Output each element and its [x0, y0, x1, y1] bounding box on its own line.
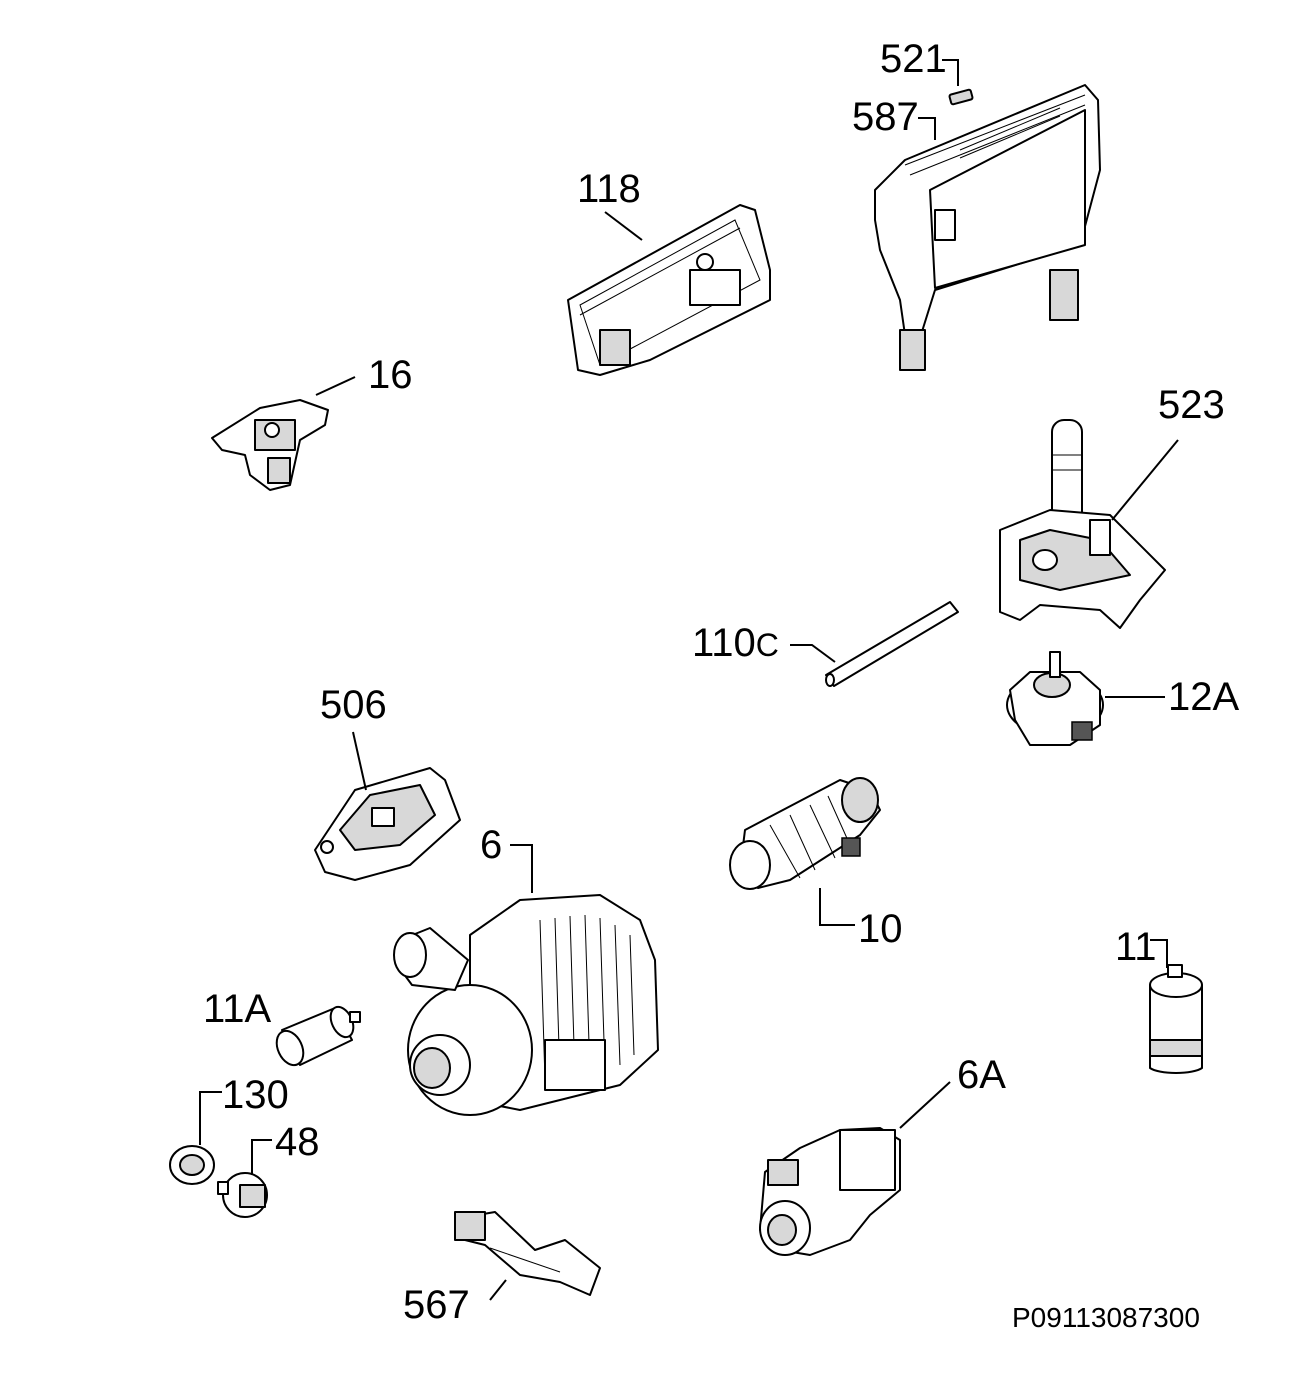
callout-567: 567: [403, 1283, 470, 1327]
callout-6: 6: [480, 823, 502, 867]
callout-130: 130: [222, 1073, 289, 1117]
callout-587: 587: [852, 95, 919, 139]
part-506-dispenser-switch-drawing: [314, 767, 461, 881]
callout-118: 118: [577, 167, 641, 211]
leader-506: [352, 731, 367, 791]
part-118-control-board-drawing: [567, 204, 771, 376]
part-11-capacitor-drawing: [1149, 964, 1203, 1075]
callout-11: 11: [1115, 925, 1157, 969]
callout-12a: 12A: [1168, 675, 1239, 719]
callout-6a: 6A: [957, 1053, 1006, 1097]
leader-110c: [790, 644, 836, 663]
part-48-sensor-drawing: [217, 1172, 268, 1218]
part-130-gasket-drawing: [169, 1145, 215, 1185]
callout-10: 10: [858, 907, 903, 951]
callout-16: 16: [368, 353, 413, 397]
part-16-door-switch-drawing: [211, 399, 329, 491]
leader-130: [199, 1091, 222, 1145]
part-10-heater-drawing: [729, 777, 881, 890]
part-6a-drain-pump-drawing: [759, 1127, 901, 1256]
part-523-water-softener-valve-drawing: [999, 419, 1166, 629]
leader-523: [1111, 439, 1179, 521]
callout-523: 523: [1158, 383, 1225, 427]
leader-10: [819, 888, 855, 926]
leader-6a: [899, 1081, 951, 1129]
leader-118: [604, 211, 643, 241]
callout-48: 48: [275, 1120, 320, 1164]
leader-6: [510, 844, 533, 893]
part-11a-capacitor-drawing: [275, 1005, 361, 1067]
callout-110c: 110C: [692, 621, 779, 665]
part-12a-pressure-switch-drawing: [1006, 651, 1104, 746]
leader-567: [489, 1279, 507, 1301]
callout-521: 521: [880, 37, 947, 81]
document-id: P09113087300: [1012, 1302, 1200, 1333]
callout-110c-number: 110: [692, 621, 756, 665]
part-587-electronic-module-drawing: [874, 84, 1101, 371]
part-567-bracket-drawing: [454, 1211, 601, 1296]
callout-506: 506: [320, 683, 387, 727]
leader-11: [1150, 939, 1168, 968]
part-521-connector-drawing: [948, 88, 974, 106]
leader-521: [942, 59, 959, 86]
part-6-circulation-pump-drawing: [393, 894, 659, 1116]
part-110c-hose-drawing: [825, 601, 959, 687]
leader-16: [315, 376, 356, 396]
leader-48: [251, 1139, 272, 1175]
callout-110c-suffix: C: [756, 627, 779, 663]
callout-11a: 11A: [203, 987, 272, 1031]
leader-587: [918, 117, 936, 140]
